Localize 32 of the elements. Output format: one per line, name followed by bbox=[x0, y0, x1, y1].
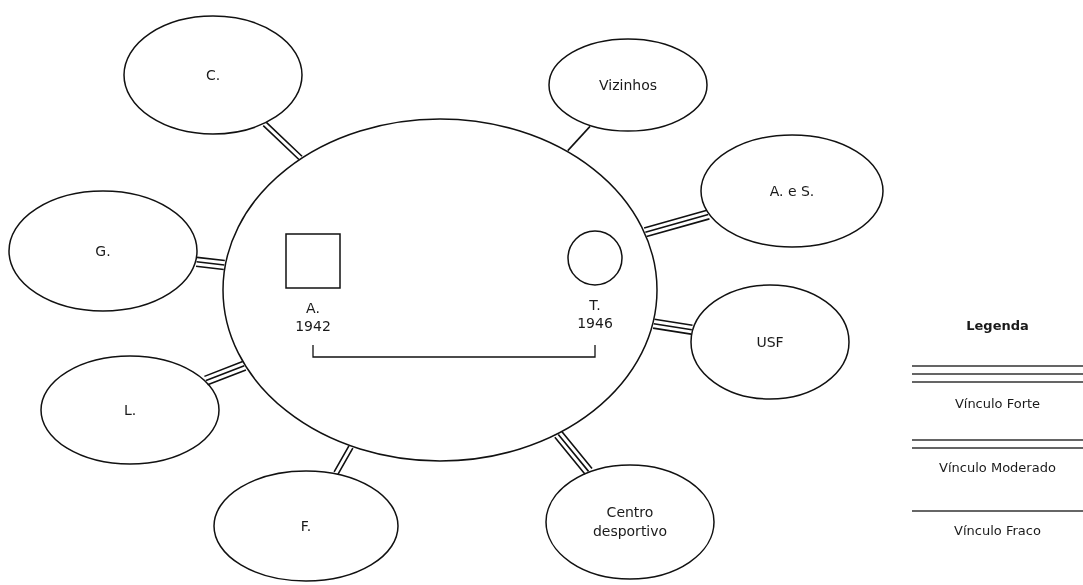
relation-ellipse bbox=[40, 355, 220, 465]
person-label: A. 1942 bbox=[294, 299, 332, 336]
relation-ellipse bbox=[545, 464, 715, 580]
legend-label: Vínculo Moderado bbox=[938, 460, 1057, 475]
node-label: Vizinhos bbox=[599, 75, 657, 95]
relationship-line bbox=[195, 256, 226, 271]
node-label: G. bbox=[95, 241, 111, 261]
relationship-line bbox=[203, 360, 247, 386]
couple-line bbox=[312, 344, 596, 358]
relation-ellipse bbox=[700, 134, 884, 248]
relationship-line bbox=[567, 125, 591, 152]
legend-label: Vínculo Fraco bbox=[953, 523, 1042, 538]
node-label: F. bbox=[300, 516, 312, 536]
relation-ellipse bbox=[690, 284, 850, 400]
household-ellipse bbox=[222, 118, 658, 462]
legend-title: Legenda bbox=[965, 318, 1030, 333]
relation-ellipse bbox=[548, 38, 708, 132]
node-label: C. bbox=[205, 65, 221, 85]
legend-label: Vínculo Forte bbox=[953, 396, 1042, 411]
relationship-line bbox=[652, 318, 694, 335]
node-label: A. e S. bbox=[769, 181, 815, 201]
node-label: USF bbox=[756, 332, 784, 352]
relationship-line bbox=[262, 121, 303, 161]
node-label: L. bbox=[123, 400, 137, 420]
relationship-line bbox=[643, 209, 711, 238]
relation-ellipse bbox=[213, 470, 399, 582]
relation-ellipse bbox=[123, 15, 303, 135]
relationship-line bbox=[333, 445, 354, 475]
node-label: Centro desportivo bbox=[591, 503, 669, 541]
person-label: T. 1946 bbox=[576, 296, 614, 333]
relation-ellipse bbox=[8, 190, 198, 312]
relationship-line bbox=[554, 430, 593, 476]
